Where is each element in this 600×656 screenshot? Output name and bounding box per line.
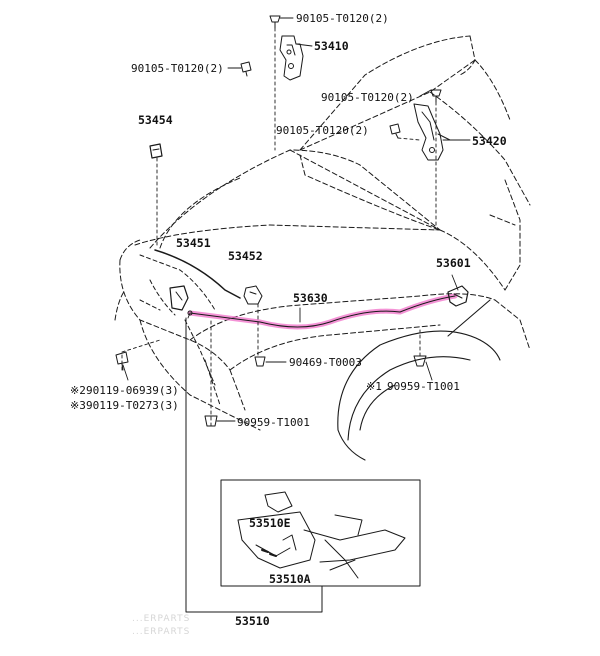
body-outline — [114, 179, 531, 431]
windshield-outline — [299, 35, 531, 206]
label-clip-left: 90959-T1001 — [237, 416, 310, 429]
solid-leaders — [122, 17, 471, 422]
front-grille-outline — [139, 254, 221, 406]
label-bolt-mid-2: 90105-T0120(2) — [276, 124, 369, 137]
cable-53630 — [189, 295, 456, 328]
clip-icon — [204, 355, 427, 427]
label-part-53410: 53410 — [314, 39, 349, 53]
hood-outline — [134, 149, 506, 291]
label-part-53510: 53510 — [235, 614, 270, 628]
label-part-53454: 53454 — [138, 113, 173, 127]
label-bolt-top-right: 90105-T0120(2) — [296, 12, 389, 25]
label-part-53510A: 53510A — [269, 572, 311, 586]
label-part-53452: 53452 — [228, 249, 263, 263]
hood-lock-striker-53452 — [243, 285, 263, 305]
label-part-53510E: 53510E — [249, 516, 291, 530]
label-note-2-mark: ※2 — [70, 384, 86, 397]
watermark-line-1: ...ERPARTS — [132, 614, 191, 624]
label-bolt-mid-1: 90105-T0120(2) — [321, 91, 414, 104]
front-wheel — [337, 299, 501, 461]
bolt-icon — [115, 15, 442, 371]
label-note-3-mark: ※3 — [70, 399, 86, 412]
label-note-3-part: 90119-T0273(3) — [86, 399, 179, 412]
label-clip-right: 90959-T1001 — [387, 380, 460, 393]
hood-cushion-53454 — [149, 143, 163, 159]
hood-hinge-right-53420 — [413, 103, 451, 161]
hood-hinge-left-53410 — [279, 35, 304, 81]
leader-lines — [121, 27, 437, 427]
label-part-53420: 53420 — [472, 134, 507, 148]
label-clip-90469: 90469-T0003 — [289, 356, 362, 369]
label-part-53601: 53601 — [436, 256, 471, 270]
cable-53451-seal — [154, 249, 241, 299]
detail-box — [185, 317, 421, 613]
label-bolt-top-left: 90105-T0120(2) — [131, 62, 224, 75]
label-note-2-part: 90119-06939(3) — [86, 384, 179, 397]
label-part-53451: 53451 — [176, 236, 211, 250]
label-part-53630: 53630 — [293, 291, 328, 305]
watermark-line-2: ...ERPARTS — [132, 627, 191, 637]
label-note-1-mark: ※1 — [366, 380, 382, 393]
hood-release-lever-53601 — [447, 285, 469, 307]
hood-lock-assembly — [169, 285, 193, 316]
